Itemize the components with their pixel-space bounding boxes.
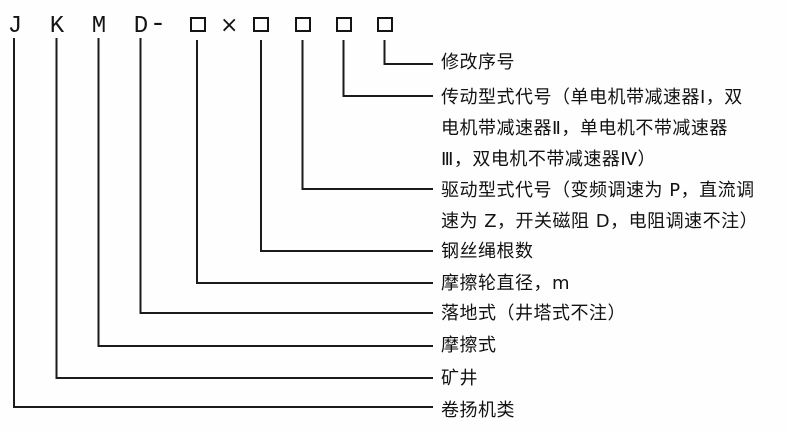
leader-line-rope-count xyxy=(260,40,433,252)
code-placeholder-box-diameter xyxy=(190,17,206,32)
leader-line-revision xyxy=(383,40,433,65)
code-hyphen: - xyxy=(149,10,167,40)
leader-line-floor-type xyxy=(139,38,433,314)
label-transmission-type: 传动型式代号（单电机带减速器Ⅰ，双 电机带减速器Ⅱ，单电机不带减速器 Ⅲ，双电机… xyxy=(441,87,743,170)
code-placeholder-box-drive-type xyxy=(295,17,311,32)
code-letter-j: J xyxy=(7,13,23,40)
code-placeholder-box-revision xyxy=(377,17,393,32)
label-floor-type: 落地式（井塔式不注） xyxy=(441,303,626,324)
leader-line-drive xyxy=(301,40,433,190)
code-letter-k: K xyxy=(49,13,65,40)
code-placeholder-box-transmission-type xyxy=(336,17,352,32)
leader-line-hoist-class xyxy=(13,38,433,408)
leader-line-friction-type xyxy=(97,38,433,347)
multiply-sign: × xyxy=(220,13,239,38)
leader-line-mine xyxy=(55,38,433,379)
label-mine: 矿井 xyxy=(441,368,478,389)
leader-line-wheel-diameter xyxy=(196,40,433,284)
label-revision-number: 修改序号 xyxy=(441,52,515,73)
leader-line-transmission xyxy=(342,40,433,97)
label-friction-type: 摩擦式 xyxy=(441,335,497,356)
code-letter-d: D xyxy=(133,13,149,40)
label-rope-count: 钢丝绳根数 xyxy=(441,241,534,262)
code-letter-m: M xyxy=(91,13,107,40)
label-hoist-class: 卷扬机类 xyxy=(441,400,515,421)
label-drive-type: 驱动型式代号（变频调速为 P，直流调 速为 Z，开关磁阻 D，电阻调速不注） xyxy=(441,180,759,232)
label-wheel-diameter: 摩擦轮直径，m xyxy=(441,273,571,294)
code-placeholder-box-rope-count xyxy=(253,17,269,32)
